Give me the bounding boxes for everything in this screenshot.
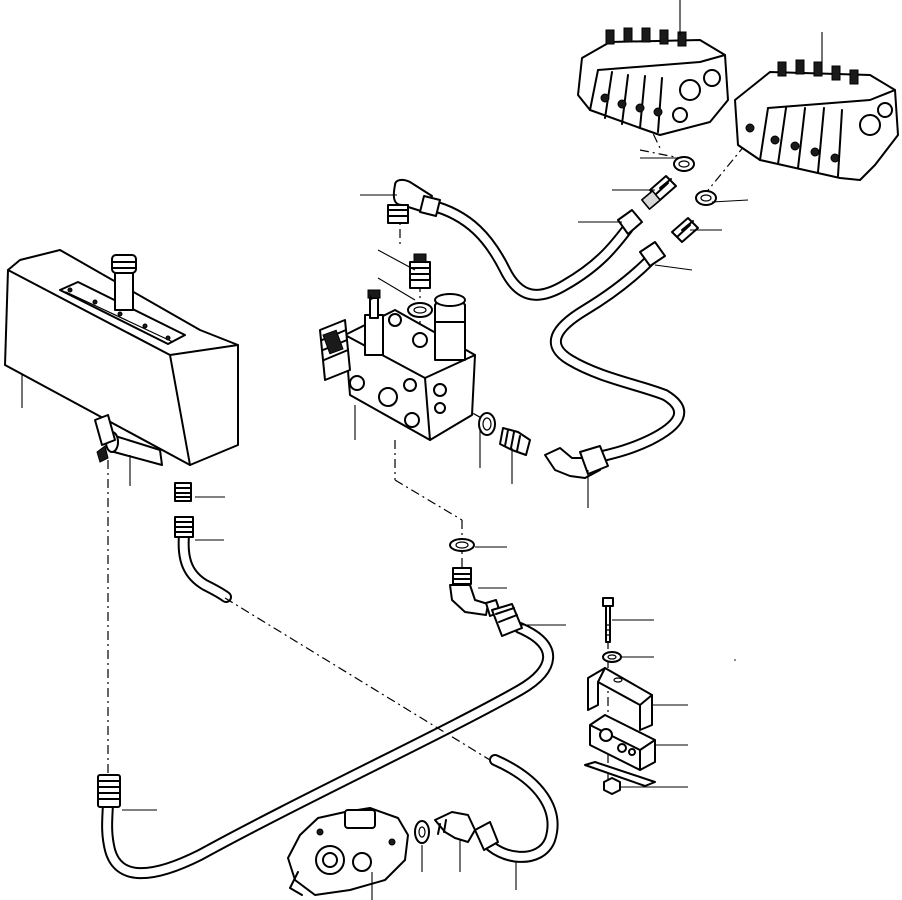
control-valve-right bbox=[734, 59, 899, 181]
control-valve-left bbox=[577, 27, 729, 136]
straight-adapter-side bbox=[499, 427, 531, 456]
fitting-adapter-upper bbox=[640, 175, 677, 210]
bolt bbox=[602, 597, 614, 643]
hose-lower-loop bbox=[101, 622, 555, 880]
elbow-fitting-top bbox=[387, 178, 441, 224]
elbow-adapter-lower bbox=[449, 567, 501, 617]
hose-end-nut-right bbox=[639, 241, 666, 267]
hose-pump bbox=[479, 754, 559, 863]
hydraulic-pump bbox=[287, 807, 409, 896]
washer bbox=[602, 651, 622, 663]
hose-upper-right bbox=[549, 254, 685, 464]
o-ring-lower bbox=[449, 538, 475, 552]
hose-end-lower-left bbox=[97, 774, 121, 808]
hose-tank-short bbox=[177, 529, 232, 603]
o-ring-block-top bbox=[407, 302, 433, 318]
hose-end-nut-upper bbox=[617, 209, 643, 235]
stray-dot bbox=[734, 659, 736, 661]
o-ring-pump bbox=[414, 820, 430, 844]
hose-upper-left bbox=[424, 199, 634, 301]
fitting-adapter-right bbox=[671, 217, 699, 243]
hydraulic-tank bbox=[4, 249, 239, 466]
clamp-block bbox=[589, 714, 656, 771]
valve-block bbox=[319, 289, 476, 441]
o-ring-block-side bbox=[478, 412, 496, 436]
nut bbox=[603, 777, 621, 795]
leader-lines bbox=[21, 0, 823, 900]
swivel-elbow-side bbox=[544, 445, 609, 479]
tank-adapter-fitting bbox=[174, 482, 192, 502]
o-ring-upper bbox=[673, 156, 695, 172]
clamp-bracket bbox=[587, 667, 653, 731]
strip-plate bbox=[584, 761, 656, 787]
tank-hose-nut bbox=[174, 516, 194, 538]
o-ring-right bbox=[695, 190, 717, 206]
adapter-block-top bbox=[409, 253, 431, 289]
hose-end-pump bbox=[474, 821, 499, 851]
hose-end-lower bbox=[491, 603, 523, 637]
elbow-fitting-pump bbox=[434, 811, 476, 843]
